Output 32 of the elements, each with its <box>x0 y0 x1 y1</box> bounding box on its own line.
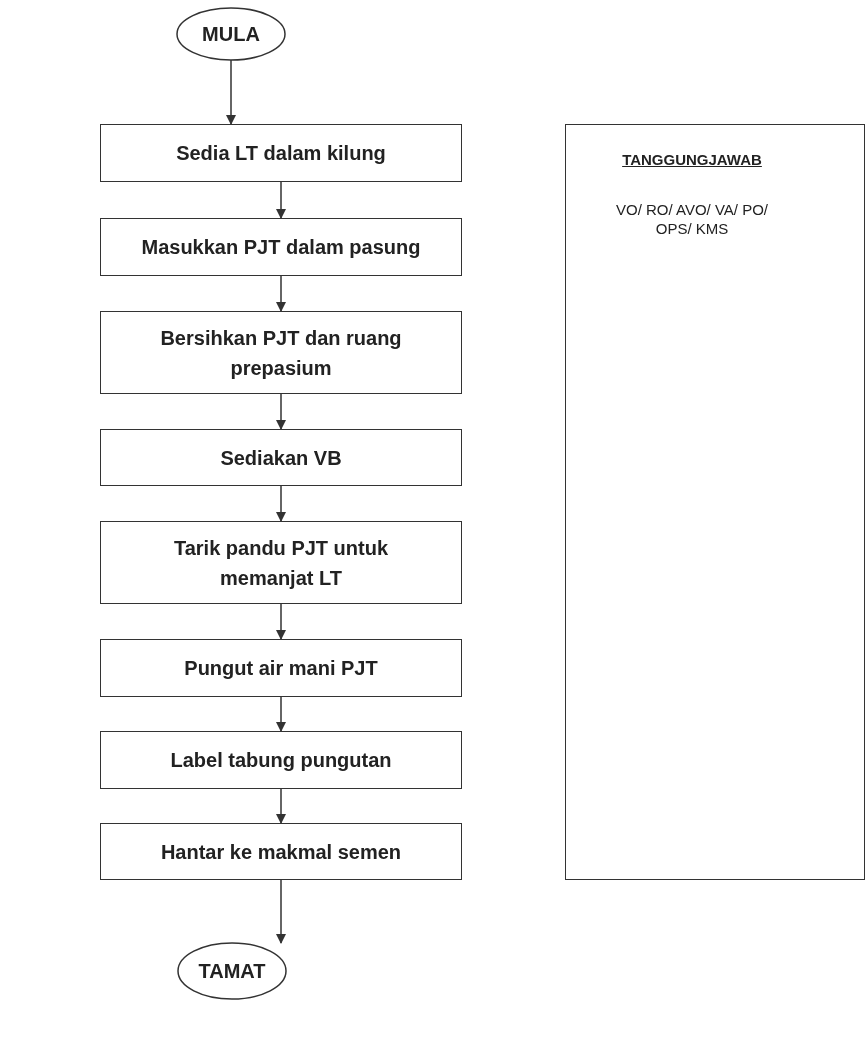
process-label: Tarik pandu PJT untuk memanjat LT <box>172 535 390 591</box>
arrow <box>276 788 286 824</box>
terminal-ellipse <box>176 7 286 61</box>
terminal-label: MULA <box>202 22 260 47</box>
process-box <box>100 429 462 486</box>
process-label: Hantar ke makmal semen <box>160 839 402 865</box>
panel-heading: TANGGUNGJAWAB <box>622 150 762 170</box>
process-label: Pungut air mani PJT <box>184 656 378 681</box>
responsibility-panel <box>565 124 865 880</box>
panel-body: VO/ RO/ AVO/ VA/ PO/ OPS/ KMS <box>615 199 769 238</box>
arrow <box>276 181 286 219</box>
arrow <box>276 275 286 312</box>
process-box <box>100 731 462 789</box>
process-box <box>100 311 462 394</box>
arrow <box>276 879 286 944</box>
process-box <box>100 639 462 697</box>
process-label: Sediakan VB <box>220 445 342 471</box>
arrow <box>276 696 286 732</box>
process-box <box>100 124 462 182</box>
terminal-label: TAMAT <box>198 959 266 984</box>
arrow <box>226 59 236 125</box>
process-label: Bersihkan PJT dan ruang prepasium <box>159 325 403 381</box>
process-box <box>100 218 462 276</box>
terminal-ellipse <box>177 942 287 1000</box>
arrow <box>276 485 286 522</box>
process-label: Label tabung pungutan <box>170 748 392 773</box>
arrow <box>276 603 286 640</box>
arrow <box>276 393 286 430</box>
process-label: Masukkan PJT dalam pasung <box>141 235 421 260</box>
process-box <box>100 823 462 880</box>
process-box <box>100 521 462 604</box>
process-label: Sedia LT dalam kilung <box>176 141 386 166</box>
